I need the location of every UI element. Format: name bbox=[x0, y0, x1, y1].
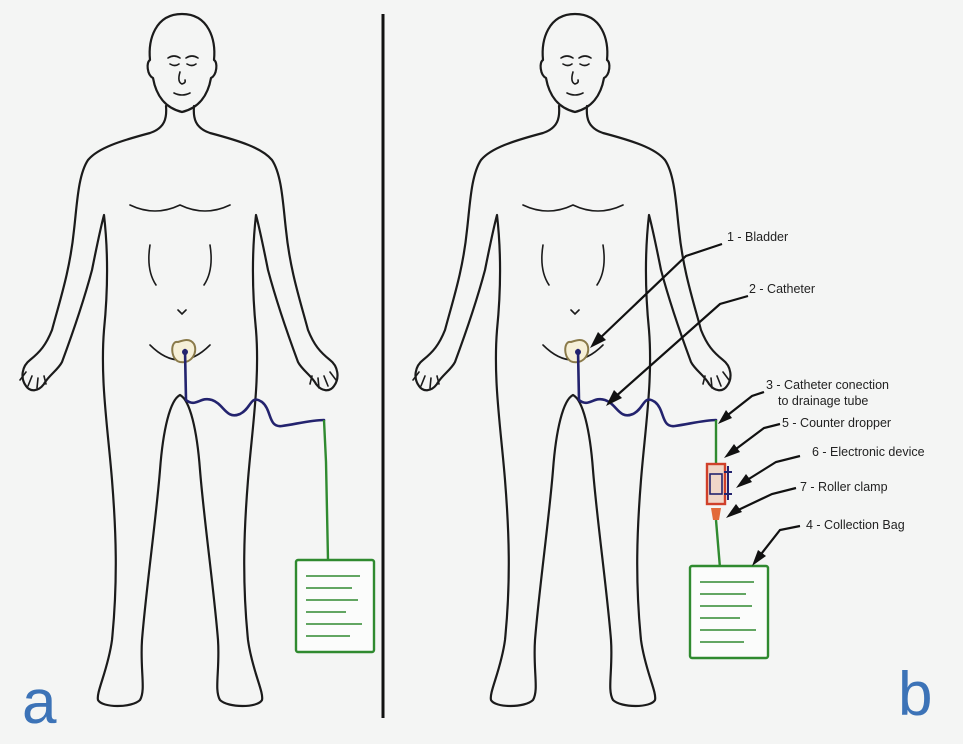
label-connection-line2: to drainage tube bbox=[778, 394, 868, 408]
panel-a-drainage-tube bbox=[324, 420, 328, 560]
arrow-device bbox=[736, 456, 800, 488]
label-bag: 4 - Collection Bag bbox=[806, 518, 905, 532]
panel-a-collection-bag bbox=[296, 560, 374, 652]
label-connection-line1: 3 - Catheter conection bbox=[766, 378, 889, 392]
panel-letter-a: a bbox=[22, 672, 56, 734]
label-dropper: 5 - Counter dropper bbox=[782, 416, 891, 430]
label-bladder: 1 - Bladder bbox=[727, 230, 788, 244]
panel-letter-b: b bbox=[898, 664, 932, 726]
panel-b-collection-bag bbox=[690, 566, 768, 658]
panel-b-roller-clamp bbox=[711, 508, 721, 520]
label-clamp: 7 - Roller clamp bbox=[800, 480, 888, 494]
panel-b-catheter bbox=[575, 349, 716, 426]
label-catheter: 2 - Catheter bbox=[749, 282, 815, 296]
arrow-dropper bbox=[724, 424, 780, 458]
label-device: 6 - Electronic device bbox=[812, 445, 925, 459]
arrow-connection bbox=[718, 392, 764, 424]
arrow-bag bbox=[752, 526, 800, 566]
panel-a-catheter bbox=[182, 349, 324, 426]
arrow-clamp bbox=[726, 488, 796, 518]
panel-b-electronic-device bbox=[707, 464, 732, 504]
